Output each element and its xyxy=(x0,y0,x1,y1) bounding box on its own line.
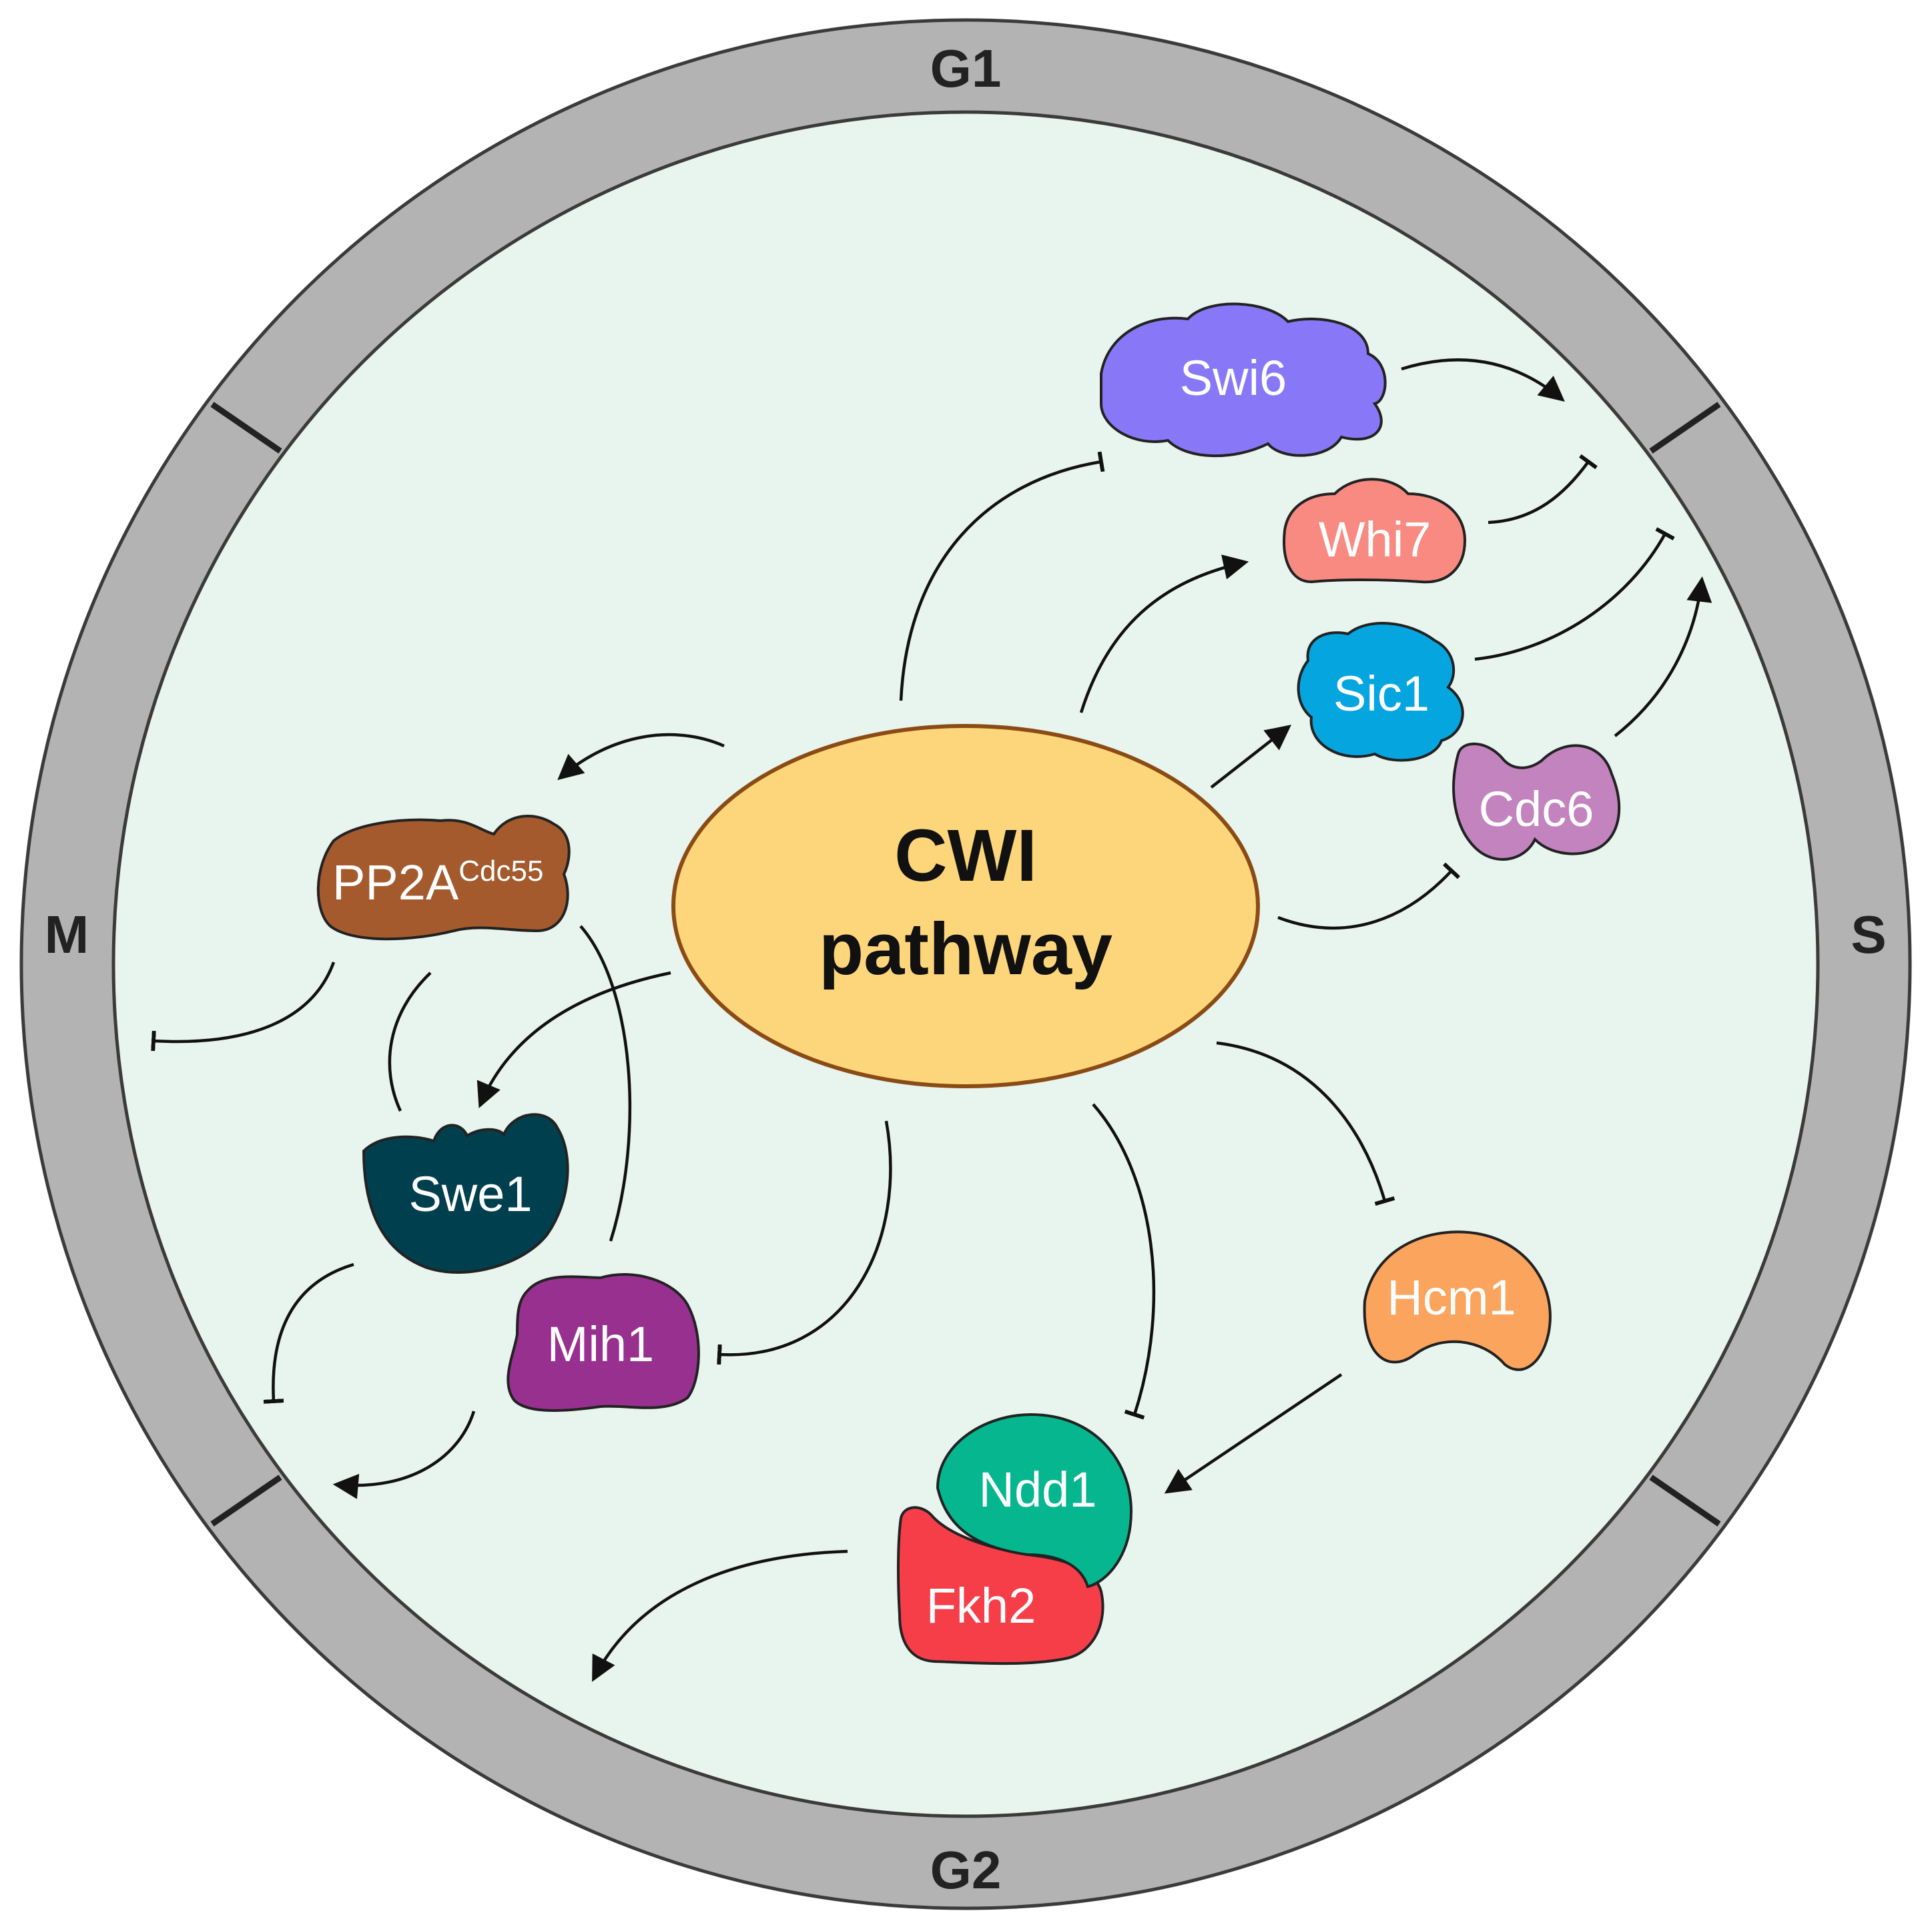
phase-label-g2: G2 xyxy=(930,1840,1002,1900)
phase-label-s: S xyxy=(1851,905,1886,964)
edge-swe1-inhibits-g2m xyxy=(263,1262,354,1404)
cwi-pathway-label-line1: CWI xyxy=(894,815,1037,897)
whi7-label: Whi7 xyxy=(1319,512,1431,567)
edge-sic1-to-s-inhibition xyxy=(1474,527,1675,661)
interaction-edges xyxy=(151,358,1712,1682)
edge-cwi-inhibits-mih1 xyxy=(717,1120,892,1365)
divider-g1-s xyxy=(1649,402,1721,454)
protein-whi7: Whi7 xyxy=(1283,478,1467,584)
edge-hcm1-activates-ndd1 xyxy=(1164,1373,1343,1494)
protein-mih1: Mih1 xyxy=(507,1272,700,1412)
protein-cdc6: Cdc6 xyxy=(1452,742,1621,861)
edge-cwi-activates-swe1 xyxy=(476,971,671,1108)
hcm1-shape xyxy=(1363,1230,1552,1371)
edge-cwi-activates-whi7 xyxy=(1079,554,1249,713)
pp2a-label-main: PP2A xyxy=(332,855,459,910)
cwi-pathway-node: CWI pathway xyxy=(671,724,1260,1088)
cdc6-label: Cdc6 xyxy=(1479,781,1594,837)
edge-cwi-inhibits-swi6 xyxy=(899,451,1105,701)
fkh2-label: Fkh2 xyxy=(926,1578,1036,1633)
edge-cdc6-to-s-activation xyxy=(1614,576,1712,737)
sic1-shape xyxy=(1297,622,1464,762)
pp2a-label-superscript: Cdc55 xyxy=(458,855,543,887)
protein-swe1: Swe1 xyxy=(362,1113,569,1274)
ndd1-shape xyxy=(936,1413,1133,1589)
pp2a-shape xyxy=(316,815,571,941)
edge-pp2a-to-swe1 xyxy=(388,972,432,1112)
divider-m-g1 xyxy=(210,402,282,454)
phase-label-m: M xyxy=(45,905,89,964)
cdc6-shape xyxy=(1452,742,1621,861)
swe1-shape xyxy=(362,1113,569,1274)
swi6-shape xyxy=(1100,302,1387,458)
phase-label-g1: G1 xyxy=(930,39,1002,98)
edge-cwi-activates-pp2a xyxy=(557,733,725,781)
protein-pp2a-cdc55: PP2ACdc55 xyxy=(316,815,571,941)
protein-hcm1: Hcm1 xyxy=(1363,1230,1552,1371)
hcm1-label: Hcm1 xyxy=(1387,1270,1516,1325)
edge-pp2a-to-mih1 xyxy=(579,925,632,1242)
ndd1-label: Ndd1 xyxy=(979,1462,1097,1517)
divider-g2-m xyxy=(210,1475,282,1527)
whi7-shape xyxy=(1283,478,1467,584)
edge-swi6-to-s-activation xyxy=(1401,358,1565,402)
edge-whi7-to-s-inhibition xyxy=(1488,454,1598,524)
protein-fkh2: Fkh2 xyxy=(896,1506,1104,1665)
sic1-label: Sic1 xyxy=(1333,666,1429,721)
protein-swi6: Swi6 xyxy=(1100,302,1387,458)
divider-s-g2 xyxy=(1649,1475,1721,1527)
fkh2-shape xyxy=(896,1506,1104,1665)
swi6-label: Swi6 xyxy=(1180,350,1287,406)
edge-cwi-inhibits-hcm1 xyxy=(1216,1041,1395,1206)
edge-cwi-activates-sic1 xyxy=(1210,725,1291,789)
pp2a-label: PP2ACdc55 xyxy=(332,855,543,910)
protein-ndd1: Ndd1 xyxy=(936,1413,1133,1589)
mih1-label: Mih1 xyxy=(547,1316,654,1372)
cwi-pathway-label-line2: pathway xyxy=(819,908,1112,990)
edge-ndd1-fkh2-to-g2m xyxy=(592,1549,848,1682)
edge-cwi-inhibits-cdc6 xyxy=(1277,862,1461,930)
edge-cwi-inhibits-ndd1 xyxy=(1092,1103,1156,1420)
edge-pp2a-inhibits-m xyxy=(151,961,336,1052)
cwi-pathway-ellipse xyxy=(671,724,1260,1088)
mih1-shape xyxy=(507,1272,700,1412)
swe1-label: Swe1 xyxy=(408,1166,532,1222)
edge-mih1-activates-g2m xyxy=(332,1411,476,1499)
protein-sic1: Sic1 xyxy=(1297,622,1464,762)
